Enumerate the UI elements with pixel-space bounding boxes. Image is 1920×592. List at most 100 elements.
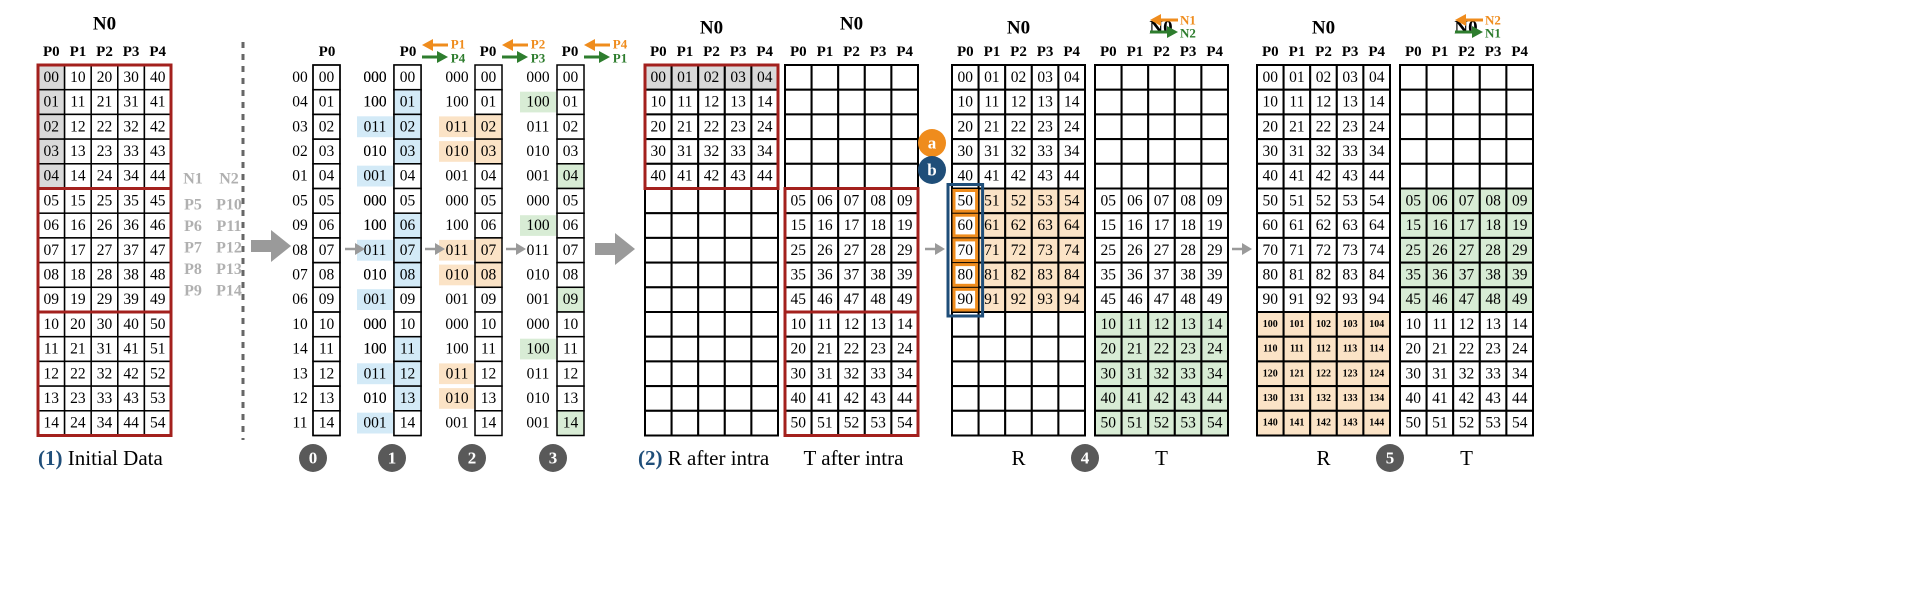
- step0-cell: [312, 410, 341, 437]
- section4-t-cell-text: 11: [1127, 316, 1142, 333]
- step3-cell-text: 09: [563, 291, 579, 308]
- step3-cell: [556, 410, 585, 437]
- section4-t-cell: [1120, 64, 1150, 91]
- section2-r-cell: [697, 187, 726, 215]
- badge-1: [378, 444, 406, 472]
- section4-r-cell-text: 10: [958, 94, 974, 111]
- step1-bits-highlight: [357, 165, 393, 187]
- section5-r-cell-text: 131: [1289, 393, 1304, 404]
- section5-r-cell-text: 51: [1289, 192, 1305, 209]
- section5-r-cell-text: 70: [1263, 242, 1279, 259]
- section5-r-cell-text: 143: [1343, 418, 1358, 429]
- section5-r-cell-text: 02: [1316, 69, 1332, 86]
- step1-skip-bits: 100: [363, 217, 387, 234]
- section5-t-cell-text: 21: [1432, 341, 1448, 358]
- section2-r-cell-text: 44: [757, 168, 773, 185]
- step1-skip-bits: 010: [363, 266, 387, 283]
- section5-caption-r: R: [1316, 446, 1330, 470]
- step0-cell-text: 13: [319, 390, 335, 407]
- section5-r-cell-text: 12: [1316, 94, 1332, 111]
- step2-bits: 100: [445, 94, 469, 111]
- section5-t-proc-header-p0: P0: [1405, 44, 1422, 60]
- section4-r-cell: [1057, 335, 1087, 363]
- section4-t-cell: [1147, 162, 1176, 190]
- section4-r-cell-text: 30: [958, 143, 974, 160]
- section2-t-cell-text: 53: [870, 415, 886, 432]
- step2-cell-text: 10: [481, 316, 497, 333]
- step1-bits: 011: [364, 365, 387, 382]
- section5-r-cell-text: 142: [1316, 418, 1331, 429]
- step1-bits: 010: [363, 390, 387, 407]
- step2-bits-highlight: [439, 141, 475, 162]
- section5-t-cell-text: 38: [1485, 266, 1501, 283]
- initial-cell: [37, 360, 66, 387]
- initial-cell-text: 28: [97, 266, 113, 283]
- initial-cell-text: 18: [70, 266, 86, 283]
- initial-cell-text: 22: [97, 118, 113, 135]
- step0-index: 14: [292, 341, 308, 358]
- section2-r-cell-text: 20: [651, 118, 667, 135]
- section5-r-cell-text: 110: [1263, 344, 1277, 355]
- section5-r-cell: [1309, 138, 1338, 165]
- section5-r-cell: [1282, 360, 1312, 388]
- section2-r-cell: [644, 212, 673, 239]
- section4-t-cell: [1200, 335, 1230, 363]
- section2-r-cell: [750, 138, 780, 165]
- section2-t-cell-text: 07: [844, 192, 860, 209]
- section4-t-cell: [1120, 236, 1150, 264]
- step2-cell: [474, 311, 503, 338]
- section5-r-cell-text: 32: [1316, 143, 1332, 160]
- section4-r-cell: [1030, 113, 1060, 141]
- section4-r-cell-text: 50: [958, 192, 974, 209]
- section2-t-cell: [810, 212, 840, 239]
- section5-r-cell-text: 54: [1369, 192, 1385, 209]
- section5-t-cell: [1399, 88, 1428, 116]
- section5-t-cell: [1399, 64, 1428, 91]
- step-arrow-1-2-head: [435, 243, 445, 255]
- section4-r-cell-text: 81: [984, 266, 1000, 283]
- step3-cell-text: 08: [563, 266, 579, 283]
- section4-t-cell-text: 15: [1101, 217, 1117, 234]
- initial-cell-text: 43: [150, 143, 166, 160]
- step1-header-green-label: P4: [451, 51, 466, 66]
- section4-r-cell: [977, 409, 1007, 437]
- section5-r-cell-text: 14: [1369, 94, 1385, 111]
- section5-r-cell: [1362, 162, 1392, 190]
- section2-r-cell: [670, 88, 700, 116]
- section2-t-cell: [784, 113, 813, 141]
- section4-r-cell-text: 64: [1064, 217, 1080, 234]
- badge-b-label: b: [927, 161, 936, 180]
- section4-r-cell: [1030, 409, 1060, 437]
- step3-cell-text: 03: [563, 143, 579, 160]
- side-label-proc: P14: [216, 283, 242, 300]
- initial-cell: [90, 163, 119, 190]
- initial-cell-text: 17: [70, 242, 86, 259]
- step2-cell: [474, 410, 503, 437]
- section4-t-cell: [1200, 409, 1230, 437]
- initial-cell-text: 36: [123, 217, 139, 234]
- section4-t-cell: [1200, 212, 1230, 239]
- section2-t-cell: [890, 261, 920, 289]
- step1-bits: 010: [363, 143, 387, 160]
- side-label-proc: P6: [184, 218, 202, 235]
- section5-t-cell-text: 29: [1512, 242, 1528, 259]
- step1-cell-text: 10: [400, 316, 416, 333]
- section4-t-cell: [1094, 138, 1123, 165]
- section2-t-cell-text: 49: [897, 291, 913, 308]
- section2-r-cell: [750, 236, 780, 264]
- section5-r-cell-text: 50: [1263, 192, 1279, 209]
- section4-t-cell: [1094, 64, 1123, 91]
- section5-t-cell-text: 08: [1485, 192, 1501, 209]
- step2-header-src: P0: [480, 44, 497, 60]
- section5-r-cell-text: 43: [1342, 168, 1358, 185]
- section5-t-cell: [1425, 409, 1455, 437]
- initial-cell-text: 43: [123, 390, 139, 407]
- badge-b: [918, 156, 946, 184]
- section5-t-cell: [1452, 311, 1481, 338]
- initial-cell-text: 15: [70, 192, 86, 209]
- initial-proc-header-p1: P1: [70, 44, 87, 60]
- section5-r-cell-text: 13: [1342, 94, 1358, 111]
- side-label-proc: P10: [216, 197, 242, 214]
- step3-bits-highlight: [520, 91, 556, 113]
- section5-t-cell-text: 33: [1485, 365, 1501, 382]
